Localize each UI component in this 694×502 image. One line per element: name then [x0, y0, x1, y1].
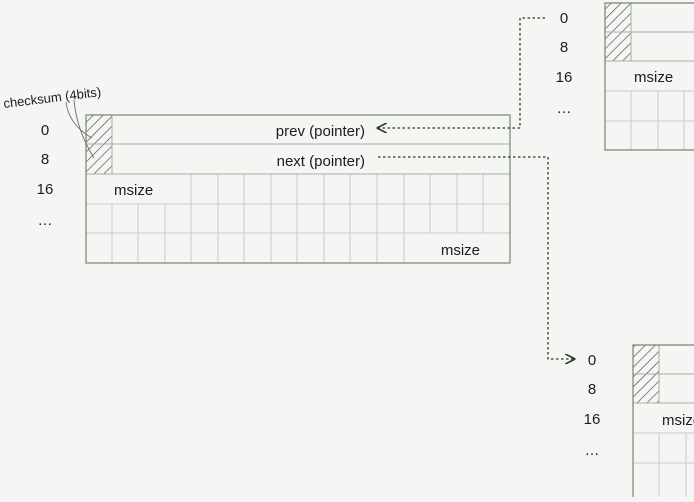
- offset-ellipsis: …: [557, 100, 572, 117]
- msize-header-label: msize: [114, 182, 153, 199]
- offset-16: 16: [556, 69, 573, 86]
- offset-0: 0: [560, 10, 568, 27]
- top-right-msize-label: msize: [634, 69, 673, 86]
- prev-pointer-arrow: [378, 17, 545, 128]
- main-block-grid: [86, 174, 510, 263]
- offset-0: 0: [41, 122, 49, 139]
- checksum-leader-2: [73, 99, 95, 159]
- top-right-block: msize: [604, 2, 694, 151]
- main-block: prev (pointer) next (pointer) msize msiz…: [85, 114, 511, 264]
- offset-8: 8: [41, 151, 49, 168]
- offset-ellipsis: …: [38, 212, 53, 229]
- main-block-offsets: 0 8 16 …: [37, 122, 54, 229]
- next-pointer-label: next (pointer): [277, 153, 365, 170]
- checksum-cell-prev: [86, 115, 112, 144]
- checksum-cell-bottom-right-2: [633, 374, 659, 403]
- bottom-right-msize-label: msize: [662, 412, 694, 429]
- checksum-cell-top-right-2: [605, 32, 631, 61]
- prev-pointer-label: prev (pointer): [276, 123, 365, 140]
- checksum-label: checksum (4bits): [3, 84, 102, 111]
- offset-8: 8: [560, 39, 568, 56]
- bottom-right-block: msize: [632, 344, 694, 497]
- offset-16: 16: [584, 411, 601, 428]
- next-pointer-arrow: [378, 156, 574, 359]
- checksum-cell-top-right-1: [605, 3, 631, 32]
- top-right-offsets: 0 8 16 …: [556, 10, 573, 117]
- bottom-right-offsets: 0 8 16 …: [584, 352, 601, 459]
- checksum-cell-next: [86, 144, 112, 174]
- msize-footer-label: msize: [441, 242, 480, 259]
- offset-16: 16: [37, 181, 54, 198]
- offset-0: 0: [588, 352, 596, 369]
- main-block-border: [85, 114, 511, 264]
- offset-8: 8: [588, 381, 596, 398]
- checksum-cell-bottom-right-1: [633, 345, 659, 374]
- offset-ellipsis: …: [585, 442, 600, 459]
- bottom-right-block-border: [632, 344, 694, 497]
- top-right-block-border: [604, 2, 694, 151]
- checksum-leader-1: [65, 101, 93, 139]
